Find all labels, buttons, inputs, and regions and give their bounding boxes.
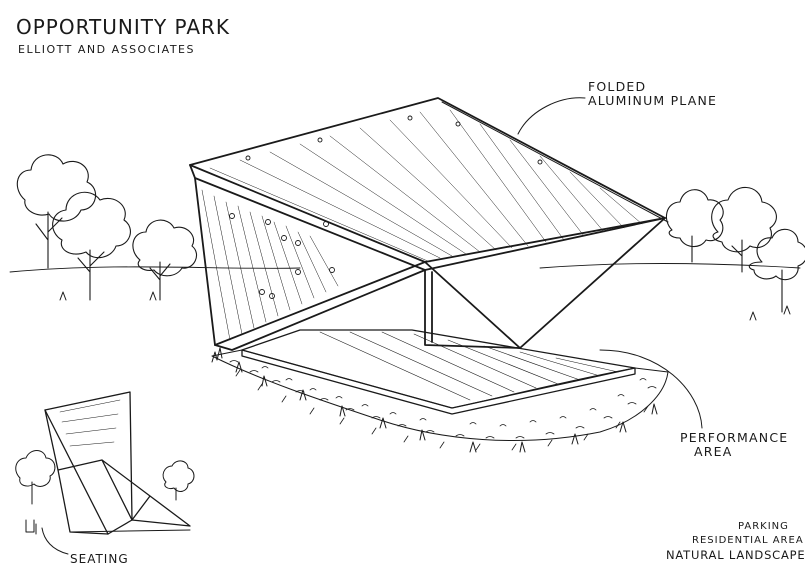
label-folded-line1: FOLDED (588, 79, 647, 94)
leader-seating (41, 527, 69, 555)
page-title: OPPORTUNITY PARK (16, 15, 231, 39)
page-subtitle: ELLIOTT AND ASSOCIATES (18, 43, 195, 56)
grass-tufts (59, 291, 791, 453)
canopy-texture (201, 109, 643, 341)
trees-left (16, 154, 197, 301)
label-folded-line2: ALUMINUM PLANE (588, 92, 718, 108)
gravel-texture (229, 360, 657, 451)
seating-sculpture (25, 391, 191, 535)
folded-aluminum-canopy (189, 97, 669, 351)
legend-natural-landscape: NATURAL LANDSCAPE (666, 548, 805, 562)
label-folded-aluminum-plane: FOLDED ALUMINUM PLANE (588, 80, 717, 108)
trees-right (665, 186, 805, 313)
label-seating: SEATING (70, 552, 129, 566)
legend-parking: PARKING (738, 521, 789, 532)
ground-line (9, 263, 801, 273)
legend-residential-area: RESIDENTIAL AREA (692, 535, 804, 546)
seating-trees (15, 450, 195, 505)
gravel-bed (211, 349, 669, 442)
label-performance-area: PERFORMANCE AREA (680, 431, 788, 459)
leader-performance-area (599, 349, 703, 429)
label-performance-line1: PERFORMANCE (680, 430, 789, 445)
label-performance-line2: AREA (694, 443, 733, 459)
stage-platform (241, 329, 636, 415)
leader-folded-plane (517, 97, 586, 135)
canopy-rivets (229, 115, 543, 299)
